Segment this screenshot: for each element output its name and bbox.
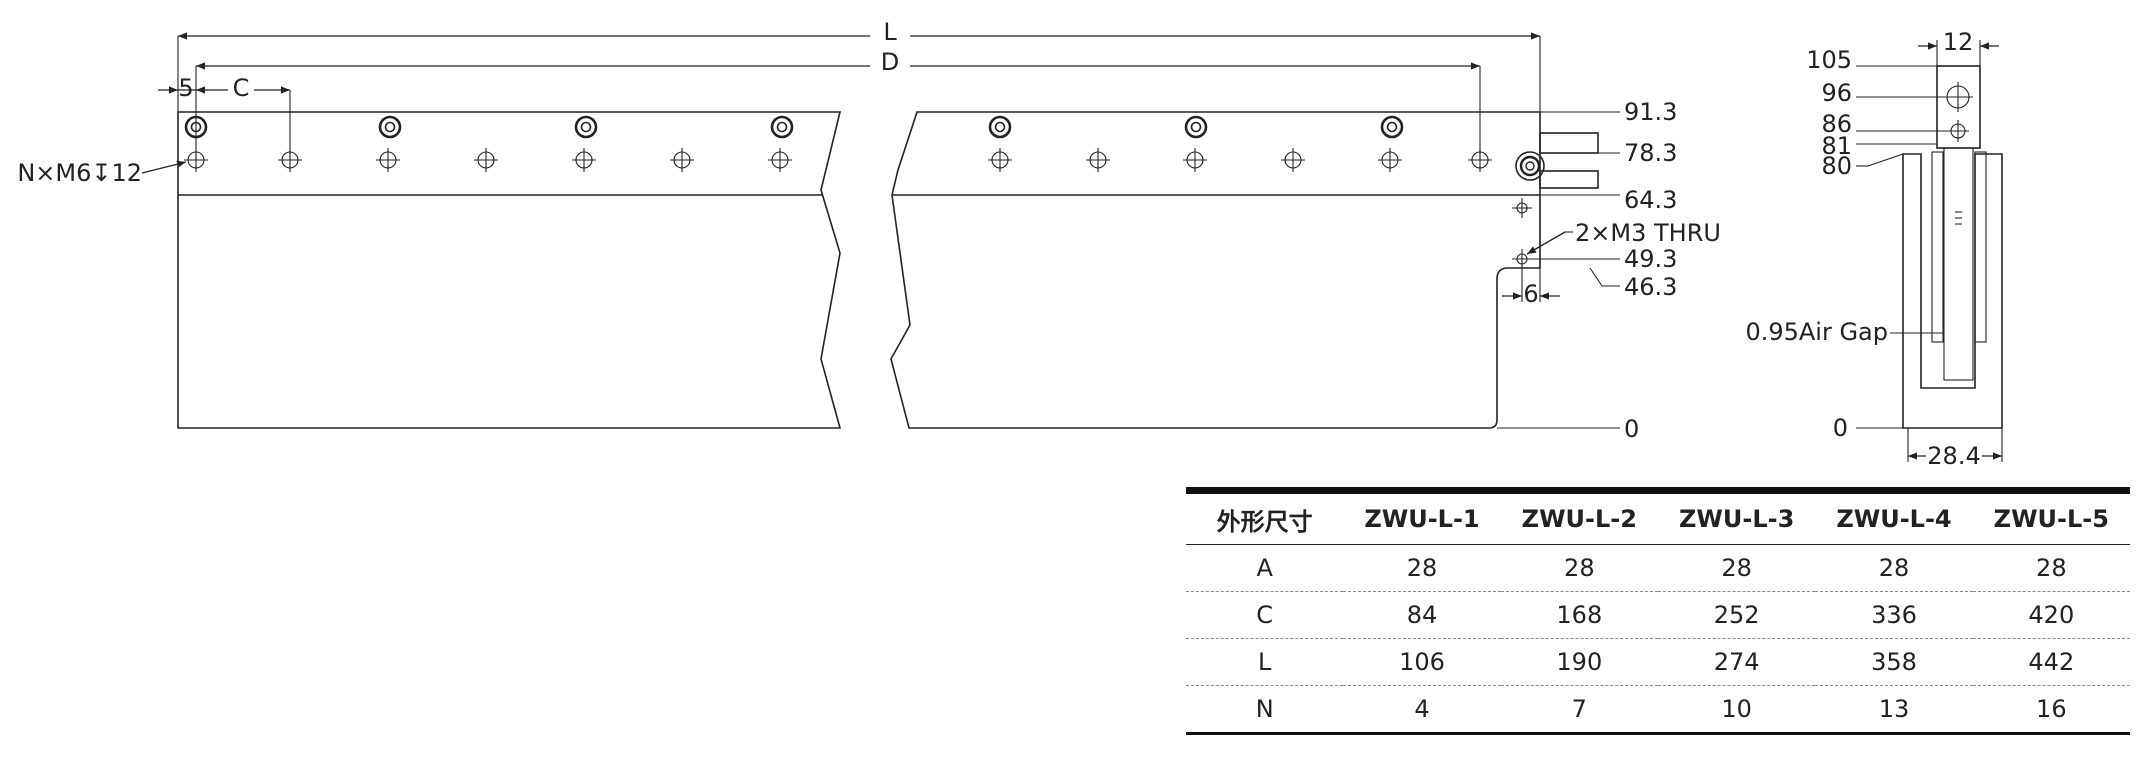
dim-6-label: 6 (1523, 280, 1538, 308)
side-air-gap-label: 0.95Air Gap (1745, 318, 1888, 346)
side-height-86: 86 (1821, 110, 1852, 138)
screw-head-icon (184, 115, 208, 139)
thread-note-label: N×M6↧12 (17, 159, 142, 187)
dimension-table: 外形尺寸 ZWU-L-1 ZWU-L-2 ZWU-L-3 ZWU-L-4 ZWU… (1186, 487, 2130, 735)
side-width-28-4: 28.4 (1927, 442, 1980, 470)
side-height-105: 105 (1806, 46, 1852, 74)
mount-hole-icon (184, 148, 208, 172)
end-screw-icon (1515, 151, 1545, 181)
thread-note-leader (141, 160, 187, 174)
mount-hole-icon (1281, 148, 1305, 172)
side-housing-outline (1902, 153, 2003, 429)
table-cell: 274 (1657, 638, 1816, 686)
table-cell: L (1186, 638, 1344, 686)
table-cell: C (1186, 591, 1344, 639)
height-0: 0 (1624, 415, 1639, 443)
mount-hole-icon (988, 148, 1012, 172)
table-cell: 28 (1343, 544, 1501, 592)
table-header-cell: ZWU-L-3 (1657, 487, 1816, 545)
height-49-3: 49.3 (1624, 245, 1677, 273)
height-78-3: 78.3 (1624, 139, 1677, 167)
table-cell: 106 (1343, 638, 1501, 686)
screw-head-icon (574, 115, 598, 139)
side-height-96: 96 (1821, 79, 1852, 107)
mount-hole-icon (670, 148, 694, 172)
hole-note-leader (1526, 231, 1566, 255)
side-base-0: 0 (1833, 414, 1848, 442)
table-cell: 16 (1972, 685, 2130, 735)
mount-hole-icon (278, 148, 302, 172)
screw-head-icon (1184, 115, 1208, 139)
side-width-12: 12 (1943, 28, 1974, 56)
front-view: L D 5 C N×M6↧12 (17, 18, 1721, 443)
connector-tab-upper (1539, 132, 1599, 154)
table-cell: 358 (1815, 638, 1973, 686)
mount-hole-icon (1378, 148, 1402, 172)
mount-hole-icon (1468, 148, 1492, 172)
dim-5-label: 5 (178, 74, 193, 102)
screw-head-icon (378, 115, 402, 139)
side-coil-plate (1943, 147, 1974, 381)
hole-note-label: 2×M3 THRU (1575, 219, 1721, 247)
side-view: 12 105 96 86 81 80 0.95Air Gap 0 28.4 (1745, 28, 2003, 470)
table-cell: 252 (1657, 591, 1816, 639)
mount-hole-icon (768, 148, 792, 172)
table-cell: 28 (1657, 544, 1816, 592)
top-plate-screws (184, 115, 1404, 139)
mount-hole-icon (572, 148, 596, 172)
screw-head-icon (988, 115, 1012, 139)
side-height-81: 81 (1821, 132, 1852, 160)
table-cell: 420 (1972, 591, 2130, 639)
table-row: A 28 28 28 28 28 (1186, 544, 2130, 592)
table-row: L 106 190 274 358 442 (1186, 638, 2130, 686)
top-plate-holes (184, 148, 1492, 172)
table-row: N 4 7 10 13 16 (1186, 685, 2130, 735)
table-header-cell: 外形尺寸 (1186, 487, 1344, 545)
table-cell: 13 (1815, 685, 1973, 735)
table-row: C 84 168 252 336 420 (1186, 591, 2130, 639)
mount-hole-icon (376, 148, 400, 172)
table-header-cell: ZWU-L-2 (1500, 487, 1658, 545)
table-cell: A (1186, 544, 1344, 592)
m3-hole-icon (1512, 198, 1532, 218)
table-cell: 28 (1972, 544, 2130, 592)
dim-C-label: C (233, 74, 250, 102)
table-cell: 336 (1815, 591, 1973, 639)
table-cell: 28 (1500, 544, 1658, 592)
screw-head-icon (770, 115, 794, 139)
table-cell: 28 (1815, 544, 1973, 592)
screw-head-icon (1380, 115, 1404, 139)
height-46-3: 46.3 (1624, 273, 1677, 301)
table-cell: N (1186, 685, 1344, 735)
height-64-3: 64.3 (1624, 186, 1677, 214)
table-header-cell: ZWU-L-4 (1815, 487, 1973, 545)
dim-L-label: L (883, 18, 897, 46)
side-magnet-left (1931, 151, 1944, 343)
connector-tab-lower (1539, 170, 1599, 189)
table-cell: 190 (1500, 638, 1658, 686)
table-header-cell: ZWU-L-5 (1972, 487, 2130, 545)
table-cell: 4 (1343, 685, 1501, 735)
front-body-right-outline (890, 111, 1541, 429)
table-cell: 7 (1500, 685, 1658, 735)
mount-hole-icon (1086, 148, 1110, 172)
table-cell: 10 (1657, 685, 1816, 735)
side-height-80: 80 (1821, 152, 1852, 180)
height-91-3: 91.3 (1624, 98, 1677, 126)
side-magnet-right (1974, 151, 1987, 343)
mount-hole-icon (1183, 148, 1207, 172)
table-cell: 442 (1972, 638, 2130, 686)
mount-hole-icon (474, 148, 498, 172)
table-header-row: 外形尺寸 ZWU-L-1 ZWU-L-2 ZWU-L-3 ZWU-L-4 ZWU… (1186, 487, 2130, 545)
dim-D-label: D (881, 48, 899, 76)
table-cell: 168 (1500, 591, 1658, 639)
front-body-left-outline (177, 111, 842, 429)
table-cell: 84 (1343, 591, 1501, 639)
table-header-cell: ZWU-L-1 (1343, 487, 1501, 545)
